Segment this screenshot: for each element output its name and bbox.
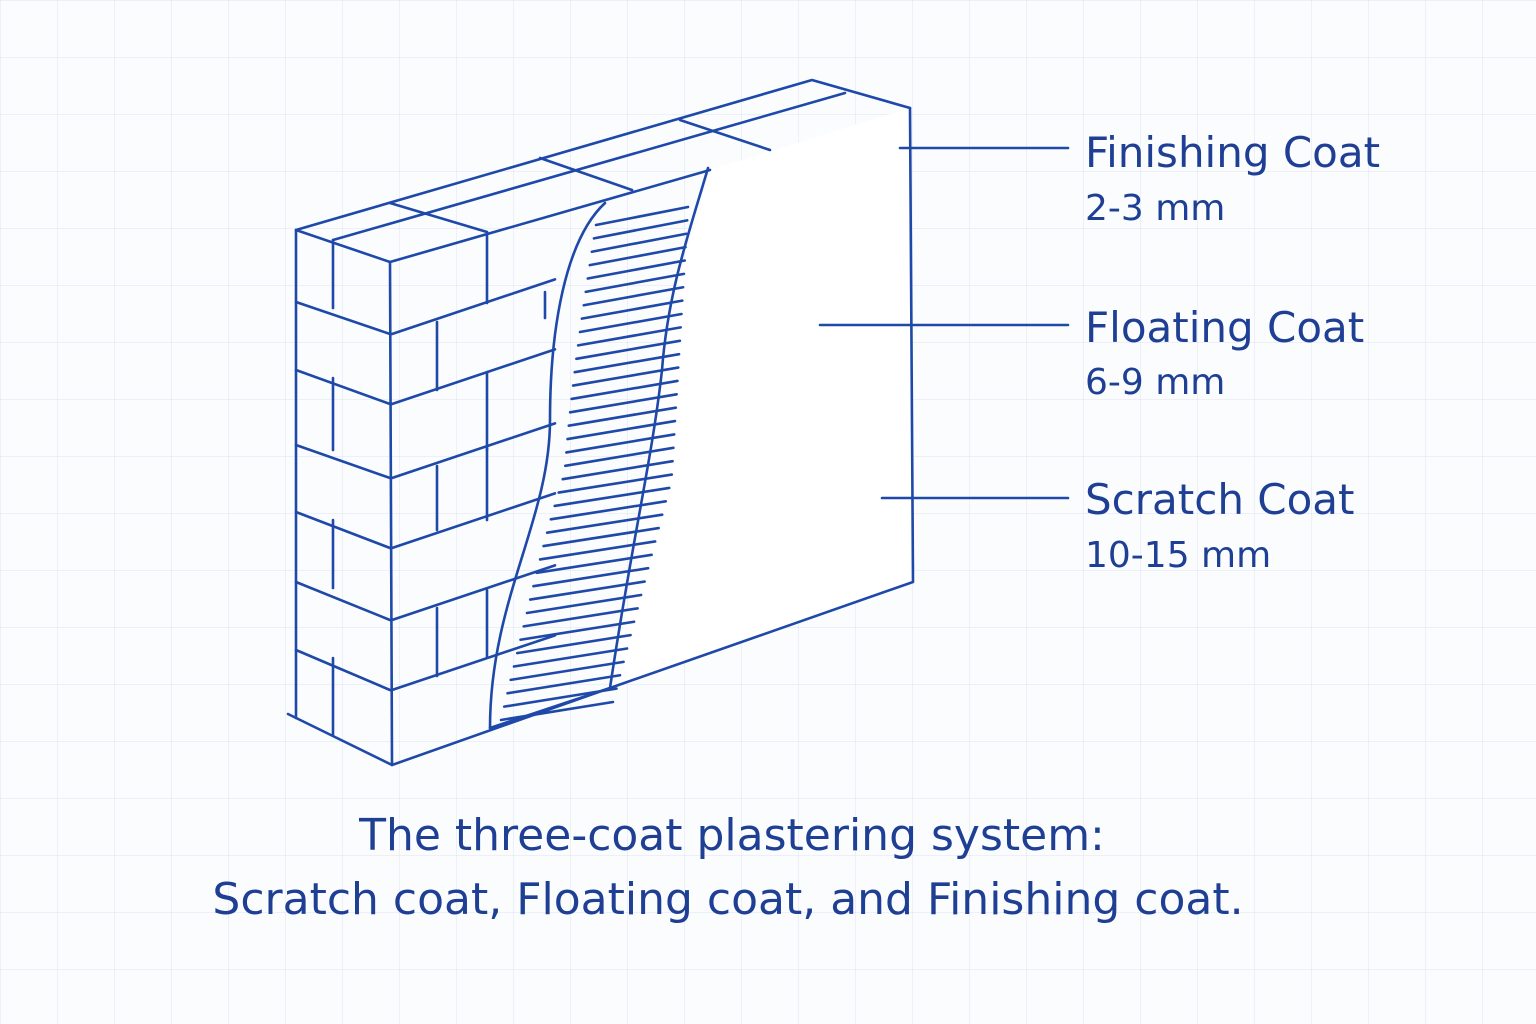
hatch-line <box>553 486 671 508</box>
hatch-line <box>545 513 664 535</box>
hatch-line <box>509 660 625 682</box>
brick-course-front <box>390 492 557 550</box>
hatch-line <box>528 580 646 601</box>
hatch-line <box>578 312 683 334</box>
hatch-line <box>592 219 689 240</box>
brick-course-front <box>390 422 557 480</box>
hatch-line <box>566 419 677 441</box>
hatch-line <box>590 232 688 254</box>
caption-line-1: The three-coat plastering system: <box>358 810 1105 861</box>
hatch-line <box>542 526 660 548</box>
hatch-line <box>535 553 653 575</box>
hatch-line <box>568 392 678 414</box>
wall-top-face <box>294 78 912 264</box>
hatch-line <box>594 205 690 227</box>
hatch-line <box>570 379 679 401</box>
hatch-line <box>564 446 675 468</box>
hatch-line <box>502 687 618 708</box>
hatch-line <box>561 459 674 481</box>
hatch-line <box>571 366 680 387</box>
floating-coat-layer <box>488 166 710 730</box>
brick-course-side <box>294 368 392 406</box>
layer-labels: Finishing Coat 2-3 mm Floating Coat 6-9 … <box>1085 128 1380 576</box>
hatch-line <box>522 607 639 628</box>
floating-coat-label: Floating Coat <box>1085 303 1364 352</box>
brick-course-front <box>390 634 557 692</box>
brick-course-side <box>294 510 392 550</box>
hatch-line <box>538 540 657 561</box>
hatch-line <box>557 473 674 494</box>
brick-course-front <box>390 348 557 406</box>
hatch-line <box>512 647 629 668</box>
floating-coat-thickness: 6-9 mm <box>1085 362 1225 403</box>
hatch-line <box>565 433 676 454</box>
hatch-line <box>515 633 632 655</box>
hatch-line <box>499 700 615 722</box>
brick-course-side <box>294 648 392 692</box>
hatch-line <box>573 352 681 374</box>
caption: The three-coat plastering system: Scratc… <box>212 810 1243 925</box>
brick-wall-front <box>286 228 612 767</box>
hatch-line <box>580 299 684 320</box>
hatch-line <box>575 339 682 361</box>
brick-course-side <box>294 300 392 336</box>
hatch-line <box>525 593 643 615</box>
finishing-coat-surface <box>610 108 913 688</box>
finishing-coat-label: Finishing Coat <box>1085 128 1380 177</box>
hatch-line <box>588 245 687 267</box>
hatch-line <box>519 620 636 642</box>
brick-course-side <box>294 443 392 480</box>
brick-course-front <box>390 564 557 622</box>
hatch-line <box>586 259 687 280</box>
hatch-line <box>584 272 686 294</box>
scratch-coat-thickness: 10-15 mm <box>1085 535 1271 576</box>
brick-course-front <box>390 278 557 336</box>
hatch-line <box>567 406 678 427</box>
scratch-coat-label: Scratch Coat <box>1085 475 1355 524</box>
hatch-line <box>576 326 683 347</box>
finishing-coat-outline <box>608 106 915 690</box>
hatch-line <box>532 566 650 588</box>
caption-line-2: Scratch coat, Floating coat, and Finishi… <box>212 874 1243 925</box>
brick-course-side <box>294 580 392 622</box>
hatch-line <box>549 500 668 521</box>
hatch-line <box>582 285 685 307</box>
hatch-line <box>506 673 622 695</box>
leader-lines <box>818 146 1070 500</box>
finishing-coat-thickness: 2-3 mm <box>1085 188 1225 229</box>
